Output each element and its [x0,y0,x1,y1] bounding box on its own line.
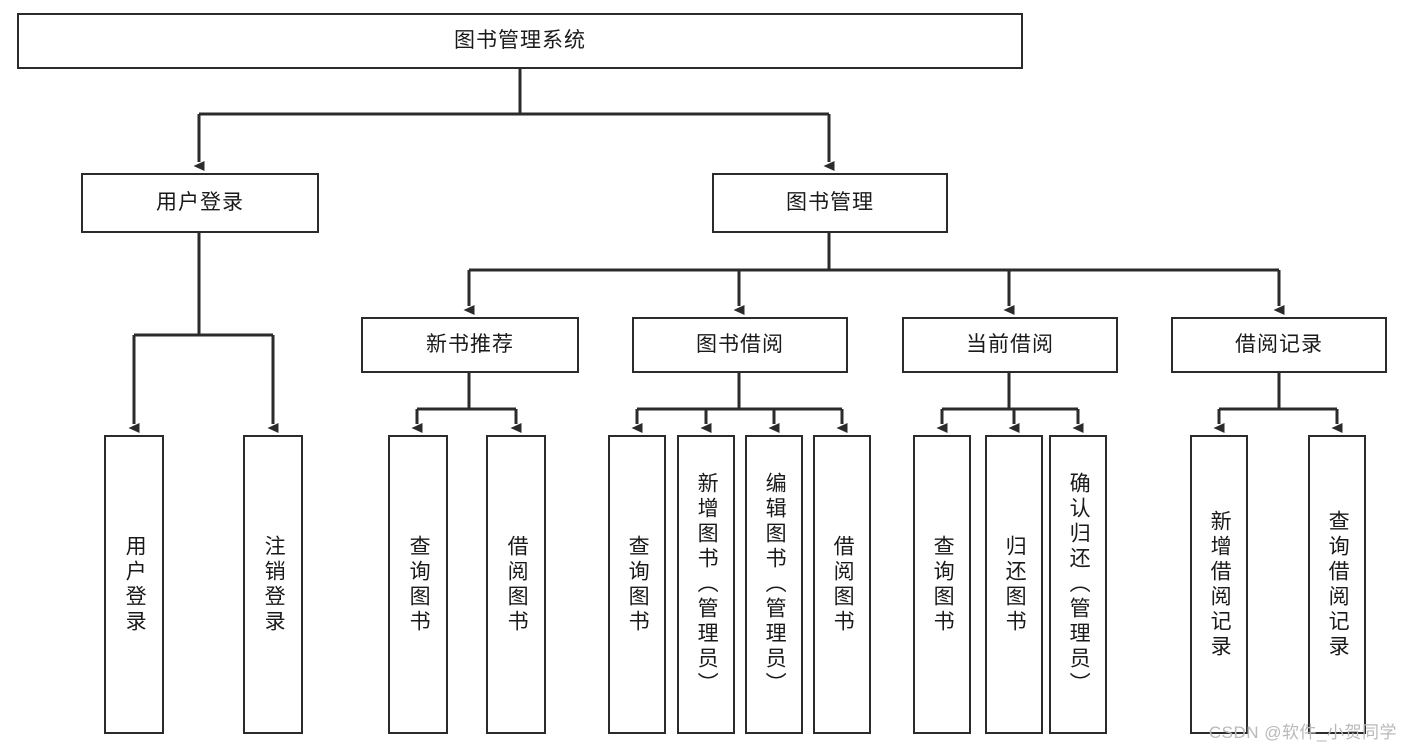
node-leaf-add-book-admin[interactable]: 新增图书（管理员） [677,435,735,734]
node-leaf-query-book-2-label: 查询图书 [626,534,650,635]
node-book-borrow[interactable]: 图书借阅 [632,317,848,373]
node-leaf-user-login-label: 用户登录 [123,534,147,635]
node-leaf-borrow-book-2-label: 借阅图书 [831,534,855,635]
node-book-management[interactable]: 图书管理 [712,173,948,233]
node-borrow-record[interactable]: 借阅记录 [1171,317,1387,373]
node-root-label: 图书管理系统 [454,29,586,53]
node-leaf-borrow-book-1[interactable]: 借阅图书 [486,435,546,734]
node-leaf-add-book-admin-label: 新增图书（管理员） [695,472,719,697]
node-leaf-confirm-return-admin[interactable]: 确认归还（管理员） [1049,435,1107,734]
node-leaf-query-book-3[interactable]: 查询图书 [913,435,971,734]
node-new-book-recommend-label: 新书推荐 [426,333,514,357]
node-book-borrow-label: 图书借阅 [696,333,784,357]
node-borrow-record-label: 借阅记录 [1235,333,1323,357]
node-leaf-query-borrow-record[interactable]: 查询借阅记录 [1308,435,1366,734]
node-leaf-logout[interactable]: 注销登录 [243,435,303,734]
node-leaf-query-book-2[interactable]: 查询图书 [608,435,666,734]
node-leaf-user-login[interactable]: 用户登录 [104,435,164,734]
node-leaf-add-borrow-record[interactable]: 新增借阅记录 [1190,435,1248,734]
node-leaf-add-borrow-record-label: 新增借阅记录 [1208,509,1232,660]
node-current-borrow[interactable]: 当前借阅 [902,317,1118,373]
node-user-login-label: 用户登录 [156,191,244,215]
node-leaf-return-book-label: 归还图书 [1003,534,1027,635]
node-leaf-query-borrow-record-label: 查询借阅记录 [1326,509,1350,660]
node-leaf-query-book-1-label: 查询图书 [407,534,431,635]
node-leaf-query-book-1[interactable]: 查询图书 [388,435,448,734]
node-leaf-edit-book-admin[interactable]: 编辑图书（管理员） [745,435,803,734]
node-leaf-confirm-return-admin-label: 确认归还（管理员） [1067,472,1091,697]
node-current-borrow-label: 当前借阅 [966,333,1054,357]
node-new-book-recommend[interactable]: 新书推荐 [361,317,579,373]
node-book-management-label: 图书管理 [786,191,874,215]
csdn-watermark: CSDN @软件_小贺同学 [1208,723,1397,742]
node-leaf-borrow-book-2[interactable]: 借阅图书 [813,435,871,734]
node-root[interactable]: 图书管理系统 [17,13,1023,69]
node-leaf-return-book[interactable]: 归还图书 [985,435,1043,734]
node-leaf-logout-label: 注销登录 [262,534,286,635]
node-leaf-borrow-book-1-label: 借阅图书 [505,534,529,635]
node-user-login[interactable]: 用户登录 [81,173,319,233]
node-leaf-edit-book-admin-label: 编辑图书（管理员） [763,472,787,697]
node-leaf-query-book-3-label: 查询图书 [931,534,955,635]
